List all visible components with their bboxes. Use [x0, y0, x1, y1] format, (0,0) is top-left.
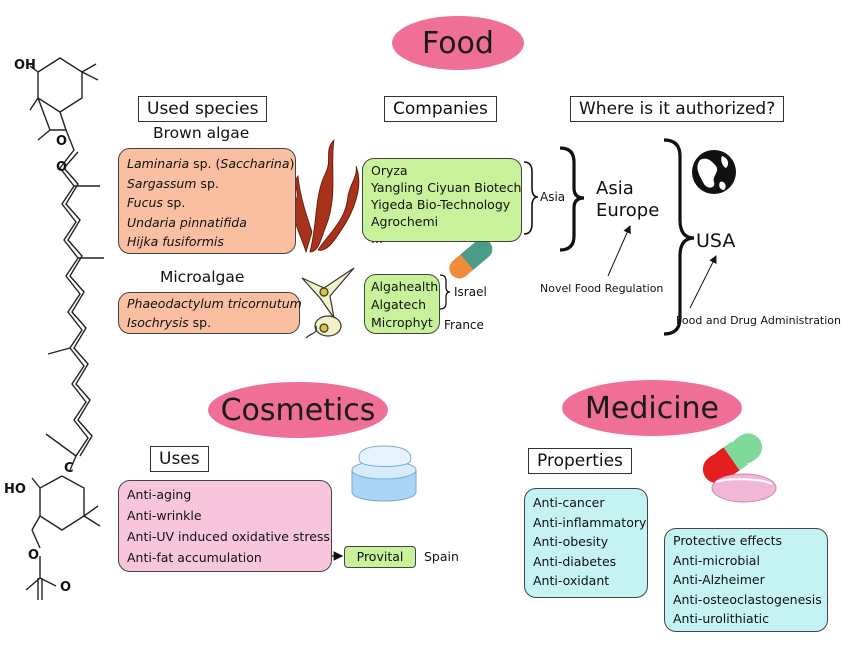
company-item: Yigeda Bio-Technology [371, 197, 511, 212]
species-item: Laminaria sp. (Saccharina) [127, 156, 295, 171]
companies-header: Companies [384, 96, 497, 122]
region-usa: USA [696, 230, 736, 252]
species-item: Fucus sp. [127, 195, 186, 210]
protective-item: Anti-urolithiatic [673, 611, 769, 626]
company-item: Agrochemi [371, 214, 439, 229]
company-item: Oryza [371, 163, 408, 178]
company-item: Yangling Ciyuan Biotech [371, 180, 522, 195]
species-item: Phaeodactylum tricornutum [127, 296, 302, 311]
fda-label: Food and Drug Administration [676, 314, 841, 327]
species-item: Sargassum sp. [127, 175, 219, 191]
property-item: Anti-oxidant [533, 573, 610, 588]
food-title: Food [392, 16, 524, 70]
atom-o-carbonyl: O [60, 580, 72, 595]
protective-effects-list: Protective effects Anti-microbial Anti-A… [664, 528, 828, 632]
property-item: Anti-diabetes [533, 553, 617, 569]
property-item: Anti-inflammatory [533, 514, 647, 530]
atom-oh-top: OH [14, 58, 36, 73]
species-item: Hijka fusiformis [127, 234, 224, 249]
asia-label: Asia [540, 190, 566, 204]
novel-food-regulation-label: Novel Food Regulation [540, 282, 664, 295]
cosmetic-uses-list: Anti-aging Anti-wrinkle Anti-UV induced … [118, 480, 332, 572]
microalgae-list: Phaeodactylum tricornutum Isochrysis sp. [118, 292, 302, 334]
species-item: Undaria pinnatifida [127, 214, 247, 230]
cosmetic-jar-icon [351, 445, 417, 502]
israel-label: Israel [454, 285, 487, 299]
company-item: Microphyt [371, 315, 433, 330]
property-item: Anti-cancer [533, 495, 605, 510]
atom-o-epoxide: O [56, 134, 68, 149]
brown-algae-title: Brown algae [153, 124, 250, 142]
use-item: Anti-aging [127, 487, 192, 502]
spain-label: Spain [424, 549, 459, 564]
provital-box: Provital [344, 546, 416, 568]
brown-algae-list: Laminaria sp. (Saccharina) Sargassum sp.… [118, 148, 296, 254]
property-item: Anti-obesity [533, 534, 609, 549]
uses-header: Uses [150, 446, 209, 472]
asia-companies-list: Oryza Yangling Ciyuan Biotech Yigeda Bio… [362, 158, 522, 246]
medicine-title: Medicine [562, 380, 742, 436]
properties-list: Anti-cancer Anti-inflammatory Anti-obesi… [524, 488, 648, 598]
atom-c-allene: C [64, 461, 74, 476]
israel-france-companies-list: Algahealth Algatech Microphyt [364, 274, 440, 334]
atom-o-acetyl: O [28, 548, 40, 563]
capsule-icon [449, 239, 493, 279]
where-authorized-header: Where is it authorized? [570, 96, 785, 122]
protective-item: Anti-osteoclastogenesis [673, 591, 822, 607]
globe-icon [692, 150, 736, 194]
cosmetics-title: Cosmetics [208, 382, 388, 438]
novel-food-arrow [607, 225, 631, 277]
protective-item: Anti-Alzheimer [673, 572, 765, 587]
company-item: ... [371, 231, 383, 246]
use-item: Anti-UV induced oxidative stress [127, 529, 330, 544]
protective-item: Anti-microbial [673, 552, 760, 568]
use-item: Anti-wrinkle [127, 508, 202, 523]
used-species-header: Used species [138, 96, 268, 122]
brace-lines [439, 138, 695, 336]
pills-icon [702, 433, 777, 503]
brown-algae-icon [293, 138, 360, 254]
atom-ho-bottom: HO [4, 482, 26, 497]
microalgae-icon [301, 267, 355, 339]
microalgae-title: Microalgae [160, 268, 245, 286]
fda-arrow [689, 255, 717, 309]
protective-item: Protective effects [673, 533, 783, 548]
fucoxanthin-structure [25, 57, 104, 600]
atom-o-keto: O [56, 160, 68, 175]
france-label: France [444, 318, 484, 332]
use-item: Anti-fat accumulation [127, 550, 262, 565]
species-item: Isochrysis sp. [127, 315, 212, 330]
company-item: Algahealth [371, 279, 439, 294]
region-europe: Europe [596, 200, 660, 221]
properties-header: Properties [528, 448, 632, 474]
company-item: Algatech [371, 297, 427, 312]
region-asia: Asia [596, 178, 634, 199]
